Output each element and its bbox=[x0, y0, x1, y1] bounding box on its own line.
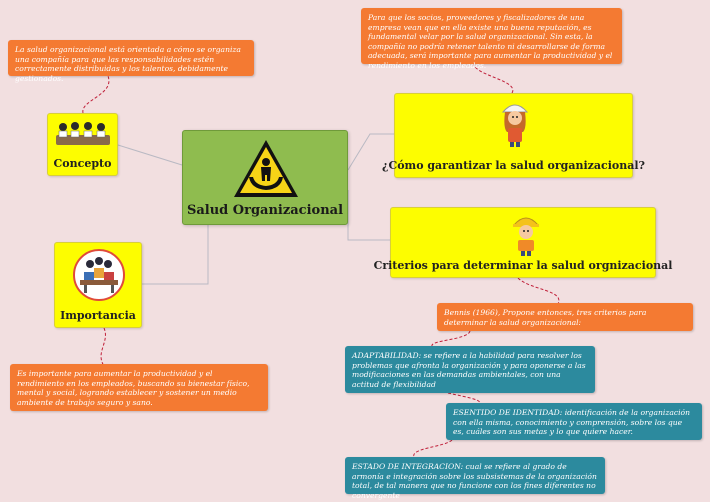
topic-garantizar[interactable]: ¿Cómo garantizar la salud organizacional… bbox=[382, 93, 645, 178]
topic-importancia-label: Importancia bbox=[60, 309, 136, 322]
note-identidad[interactable]: ESENTIDO DE IDENTIDAD: identificación de… bbox=[446, 403, 702, 440]
central-topic-label: Salud Organizacional bbox=[186, 203, 344, 218]
note-integracion[interactable]: ESTADO DE INTEGRACION: cual se refiere a… bbox=[345, 457, 605, 500]
note-bennis[interactable]: Bennis (1966), Propone entonces, tres cr… bbox=[437, 303, 693, 331]
topic-criterios-label: Criterios para determinar la salud orgni… bbox=[373, 259, 673, 272]
connector-concepto bbox=[117, 144, 183, 166]
connector-garantizar bbox=[347, 133, 394, 171]
health-warning-sign-icon bbox=[234, 140, 298, 197]
topic-concepto[interactable]: Concepto bbox=[47, 113, 118, 176]
dashed-link-bennis bbox=[431, 330, 471, 347]
note-concepto[interactable]: La salud organizacional está orientada a… bbox=[8, 40, 254, 83]
people-meeting-icon bbox=[56, 122, 110, 145]
worker-woman-helmet-icon bbox=[501, 104, 529, 147]
topic-importancia[interactable]: Importancia bbox=[54, 242, 142, 328]
note-adaptabilidad[interactable]: ADAPTABILIDAD: se refiere a la habilidad… bbox=[345, 346, 595, 393]
topic-concepto-label: Concepto bbox=[53, 157, 112, 170]
dashed-link-concepto bbox=[82, 75, 110, 114]
note-importancia[interactable]: Es importante para aumentar la productiv… bbox=[10, 364, 268, 411]
topic-criterios[interactable]: Criterios para determinar la salud orgni… bbox=[374, 207, 672, 278]
connector-criterios bbox=[347, 190, 390, 241]
central-topic[interactable]: Salud Organizacional bbox=[182, 130, 348, 225]
dashed-link-identidad bbox=[413, 439, 453, 458]
dashed-link-criterios bbox=[517, 277, 560, 305]
dashed-link-garantizar bbox=[473, 61, 514, 94]
dashed-link-importancia bbox=[100, 327, 106, 367]
note-garantizar[interactable]: Para que los socios, proveedores y fisca… bbox=[361, 8, 622, 70]
worker-man-helmet-icon bbox=[512, 217, 540, 256]
team-table-icon bbox=[73, 249, 125, 301]
topic-garantizar-label: ¿Cómo garantizar la salud organizacional… bbox=[382, 159, 645, 172]
